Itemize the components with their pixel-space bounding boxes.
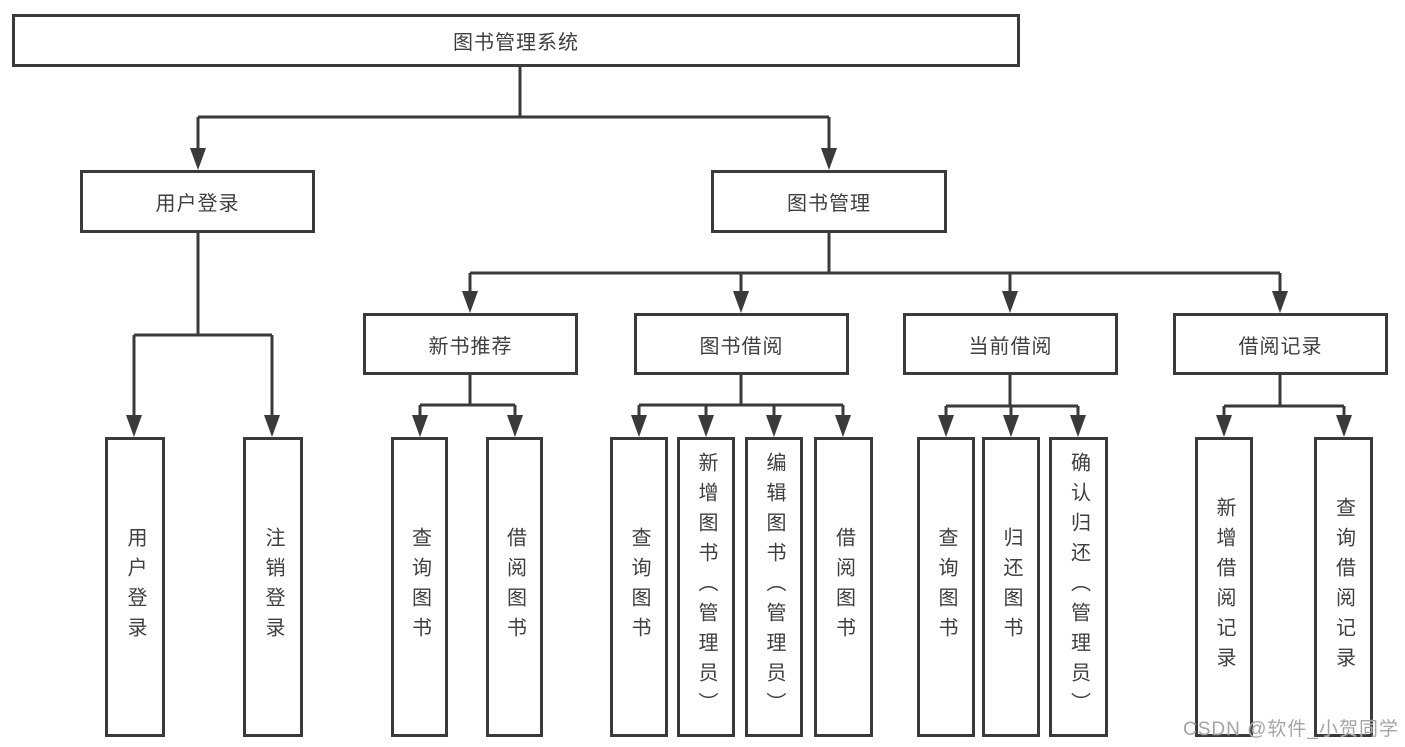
- arrowheads: [126, 148, 1352, 437]
- leaf-label: 归还图书: [1000, 527, 1022, 647]
- leaf-add-borrow-record: 新增借阅记录: [1195, 437, 1253, 737]
- node-label: 图书管理系统: [453, 32, 579, 54]
- leaf-add-books-admin: 新增图书（管理员）: [677, 437, 735, 737]
- leaf-label: 借阅图书: [832, 527, 855, 647]
- node-book-borrowing: 图书借阅: [634, 313, 849, 375]
- leaf-label: 用户登录: [124, 527, 146, 647]
- leaf-logout: 注销登录: [243, 437, 303, 737]
- node-borrowing-records: 借阅记录: [1173, 313, 1388, 375]
- node-label: 当前借阅: [968, 335, 1053, 358]
- node-library-management-system: 图书管理系统: [12, 14, 1020, 67]
- node-label: 图书借阅: [699, 335, 784, 358]
- leaf-query-books: 查询图书: [610, 437, 668, 737]
- leaf-label: 查询图书: [935, 527, 957, 647]
- leaf-query-borrow-record: 查询借阅记录: [1314, 437, 1373, 737]
- leaf-label: 查询借阅记录: [1332, 497, 1355, 677]
- leaf-label: 新增图书（管理员）: [695, 452, 717, 722]
- leaf-label: 借阅图书: [503, 527, 526, 647]
- node-user-login: 用户登录: [80, 170, 315, 233]
- node-book-management: 图书管理: [711, 170, 947, 233]
- node-current-borrowing: 当前借阅: [903, 313, 1118, 375]
- leaf-label: 查询图书: [628, 527, 650, 647]
- leaf-query-books: 查询图书: [391, 437, 448, 737]
- node-label: 新书推荐: [428, 335, 513, 358]
- leaf-label: 查询图书: [408, 527, 431, 647]
- leaf-return-books: 归还图书: [982, 437, 1040, 737]
- leaf-confirm-return-admin: 确认归还（管理员）: [1049, 437, 1108, 737]
- node-label: 用户登录: [155, 193, 240, 215]
- leaf-label: 注销登录: [262, 527, 284, 647]
- leaf-borrow-books: 借阅图书: [814, 437, 873, 737]
- leaf-user-login: 用户登录: [105, 437, 165, 737]
- leaf-label: 新增借阅记录: [1213, 497, 1235, 677]
- leaf-edit-books-admin: 编辑图书（管理员）: [745, 437, 803, 737]
- csdn-watermark: CSDN @软件_小贺同学: [1183, 719, 1399, 740]
- leaf-borrow-books: 借阅图书: [486, 437, 543, 737]
- leaf-label: 编辑图书（管理员）: [763, 452, 785, 722]
- node-new-book-recommendation: 新书推荐: [363, 313, 578, 375]
- node-label: 图书管理: [787, 193, 871, 215]
- leaf-label: 确认归还（管理员）: [1067, 452, 1090, 722]
- leaf-query-books: 查询图书: [917, 437, 975, 737]
- node-label: 借阅记录: [1238, 335, 1323, 358]
